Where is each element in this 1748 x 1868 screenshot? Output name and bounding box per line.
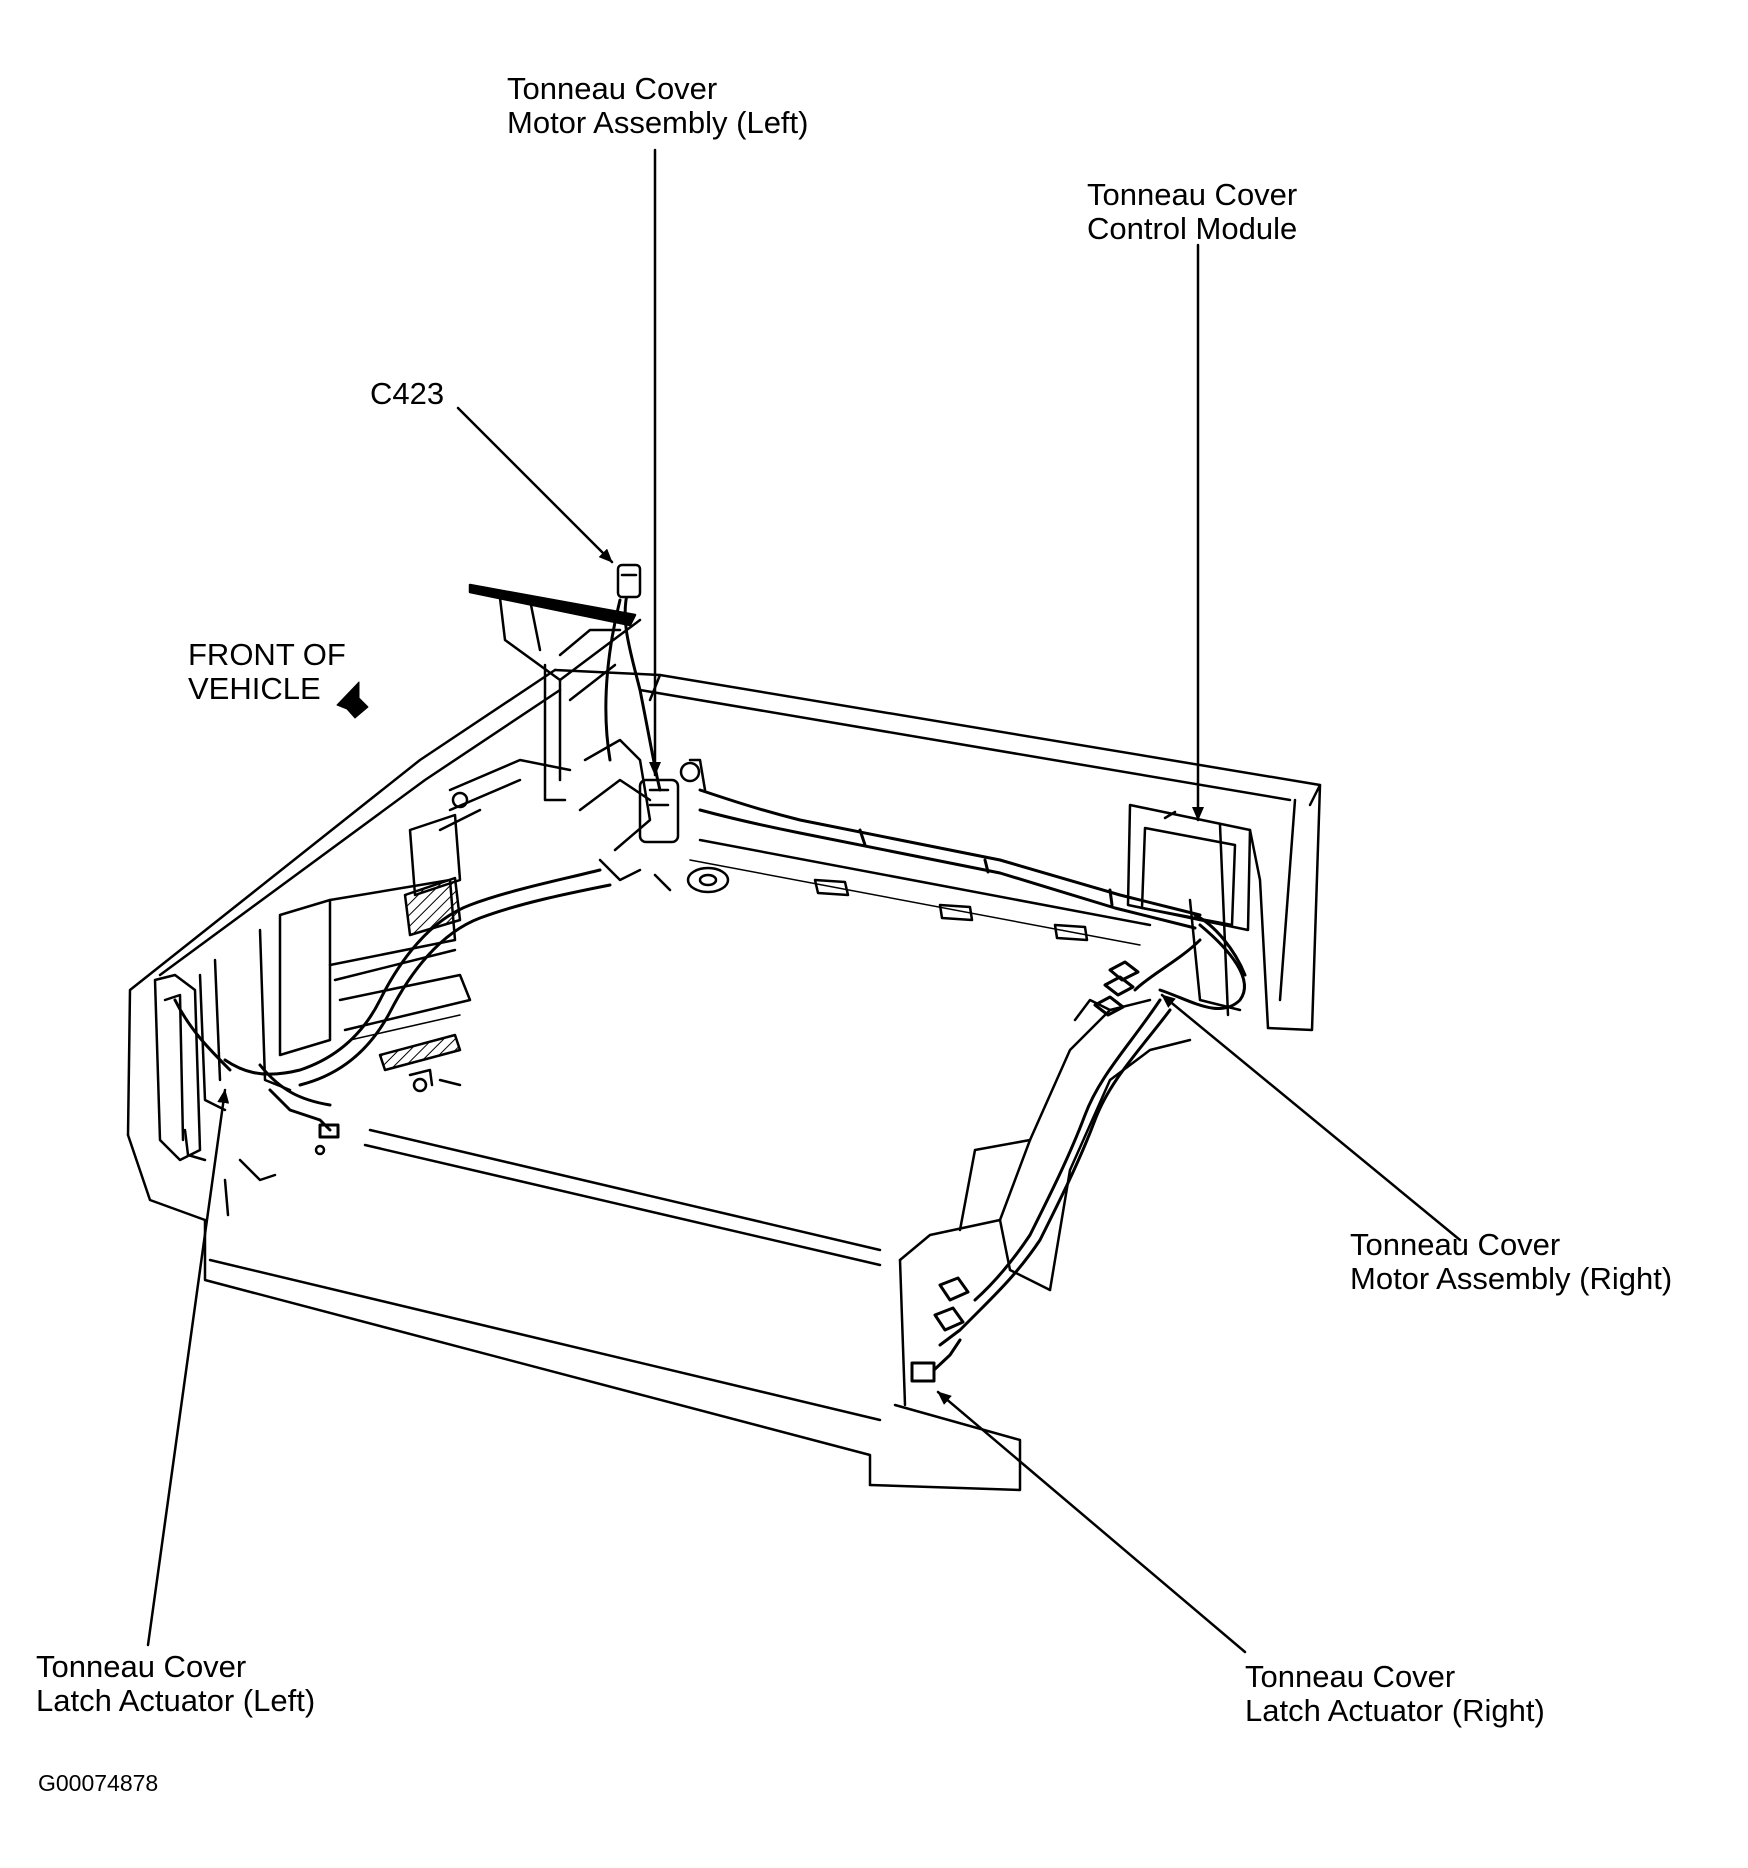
- left-wall-detail: [153, 813, 472, 1217]
- front-direction-arrow: [336, 681, 369, 719]
- label-motor-left: Tonneau Cover Motor Assembly (Left): [507, 71, 809, 140]
- wiring-harness: [173, 588, 1247, 1383]
- leader-latch-right: [936, 1390, 1247, 1654]
- label-motor-right: Tonneau Cover Motor Assembly (Right): [1350, 1227, 1673, 1296]
- leader-motor-right: [1160, 993, 1462, 1242]
- leader-lines: [146, 148, 1462, 1654]
- leader-c423: [456, 406, 614, 564]
- label-latch-left: Tonneau Cover Latch Actuator (Left): [36, 1649, 316, 1718]
- figure-id: G00074878: [38, 1770, 159, 1796]
- leader-latch-left: [146, 1088, 230, 1647]
- c423-connector: [616, 563, 642, 599]
- lift-arm-bracket: [438, 583, 707, 892]
- label-front-of-vehicle: FRONT OF VEHICLE: [188, 637, 346, 706]
- label-control-module: Tonneau Cover Control Module: [1087, 177, 1298, 246]
- control-module-unit: [1126, 803, 1252, 932]
- label-latch-right: Tonneau Cover Latch Actuator (Right): [1245, 1659, 1545, 1728]
- bed-outline: [126, 668, 1322, 1492]
- label-c423: C423: [370, 376, 445, 411]
